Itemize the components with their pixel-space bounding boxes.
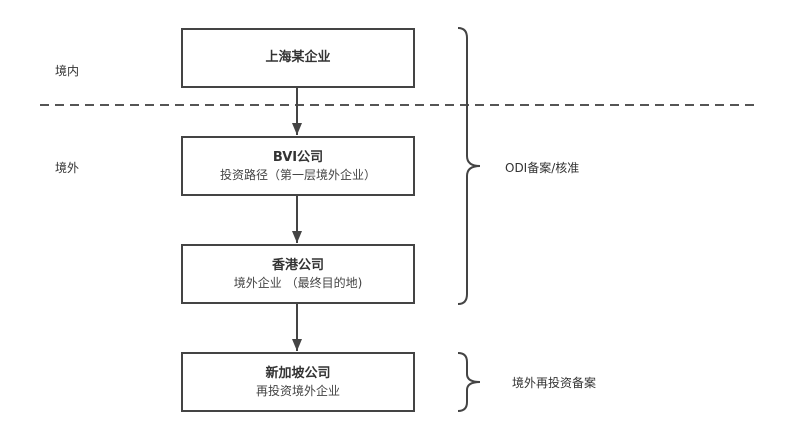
node-subtitle: 再投资境外企业	[255, 383, 340, 398]
node-title: 香港公司	[271, 257, 324, 273]
brace-odi	[457, 27, 481, 305]
node-title: BVI公司	[272, 149, 324, 165]
zone-label-domestic: 境内	[55, 64, 80, 78]
brace-reinvest	[457, 352, 481, 412]
node-title: 新加坡公司	[265, 365, 331, 381]
arrowhead-1	[292, 123, 302, 135]
arrowhead-3	[292, 339, 302, 351]
node-bvi-company: BVI公司 投资路径（第一层境外企业）	[181, 136, 415, 196]
brace-label-odi: ODI备案/核准	[505, 161, 580, 175]
node-subtitle: 投资路径（第一层境外企业）	[219, 167, 376, 182]
zone-label-overseas: 境外	[55, 161, 80, 175]
node-subtitle: 境外企业 （最终目的地)	[233, 275, 363, 290]
node-hongkong-company: 香港公司 境外企业 （最终目的地)	[181, 244, 415, 304]
node-title: 上海某企业	[265, 50, 331, 65]
node-singapore-company: 新加坡公司 再投资境外企业	[181, 352, 415, 412]
node-shanghai-company: 上海某企业	[181, 28, 415, 88]
arrowhead-2	[292, 231, 302, 243]
brace-label-reinvest: 境外再投资备案	[512, 376, 597, 390]
